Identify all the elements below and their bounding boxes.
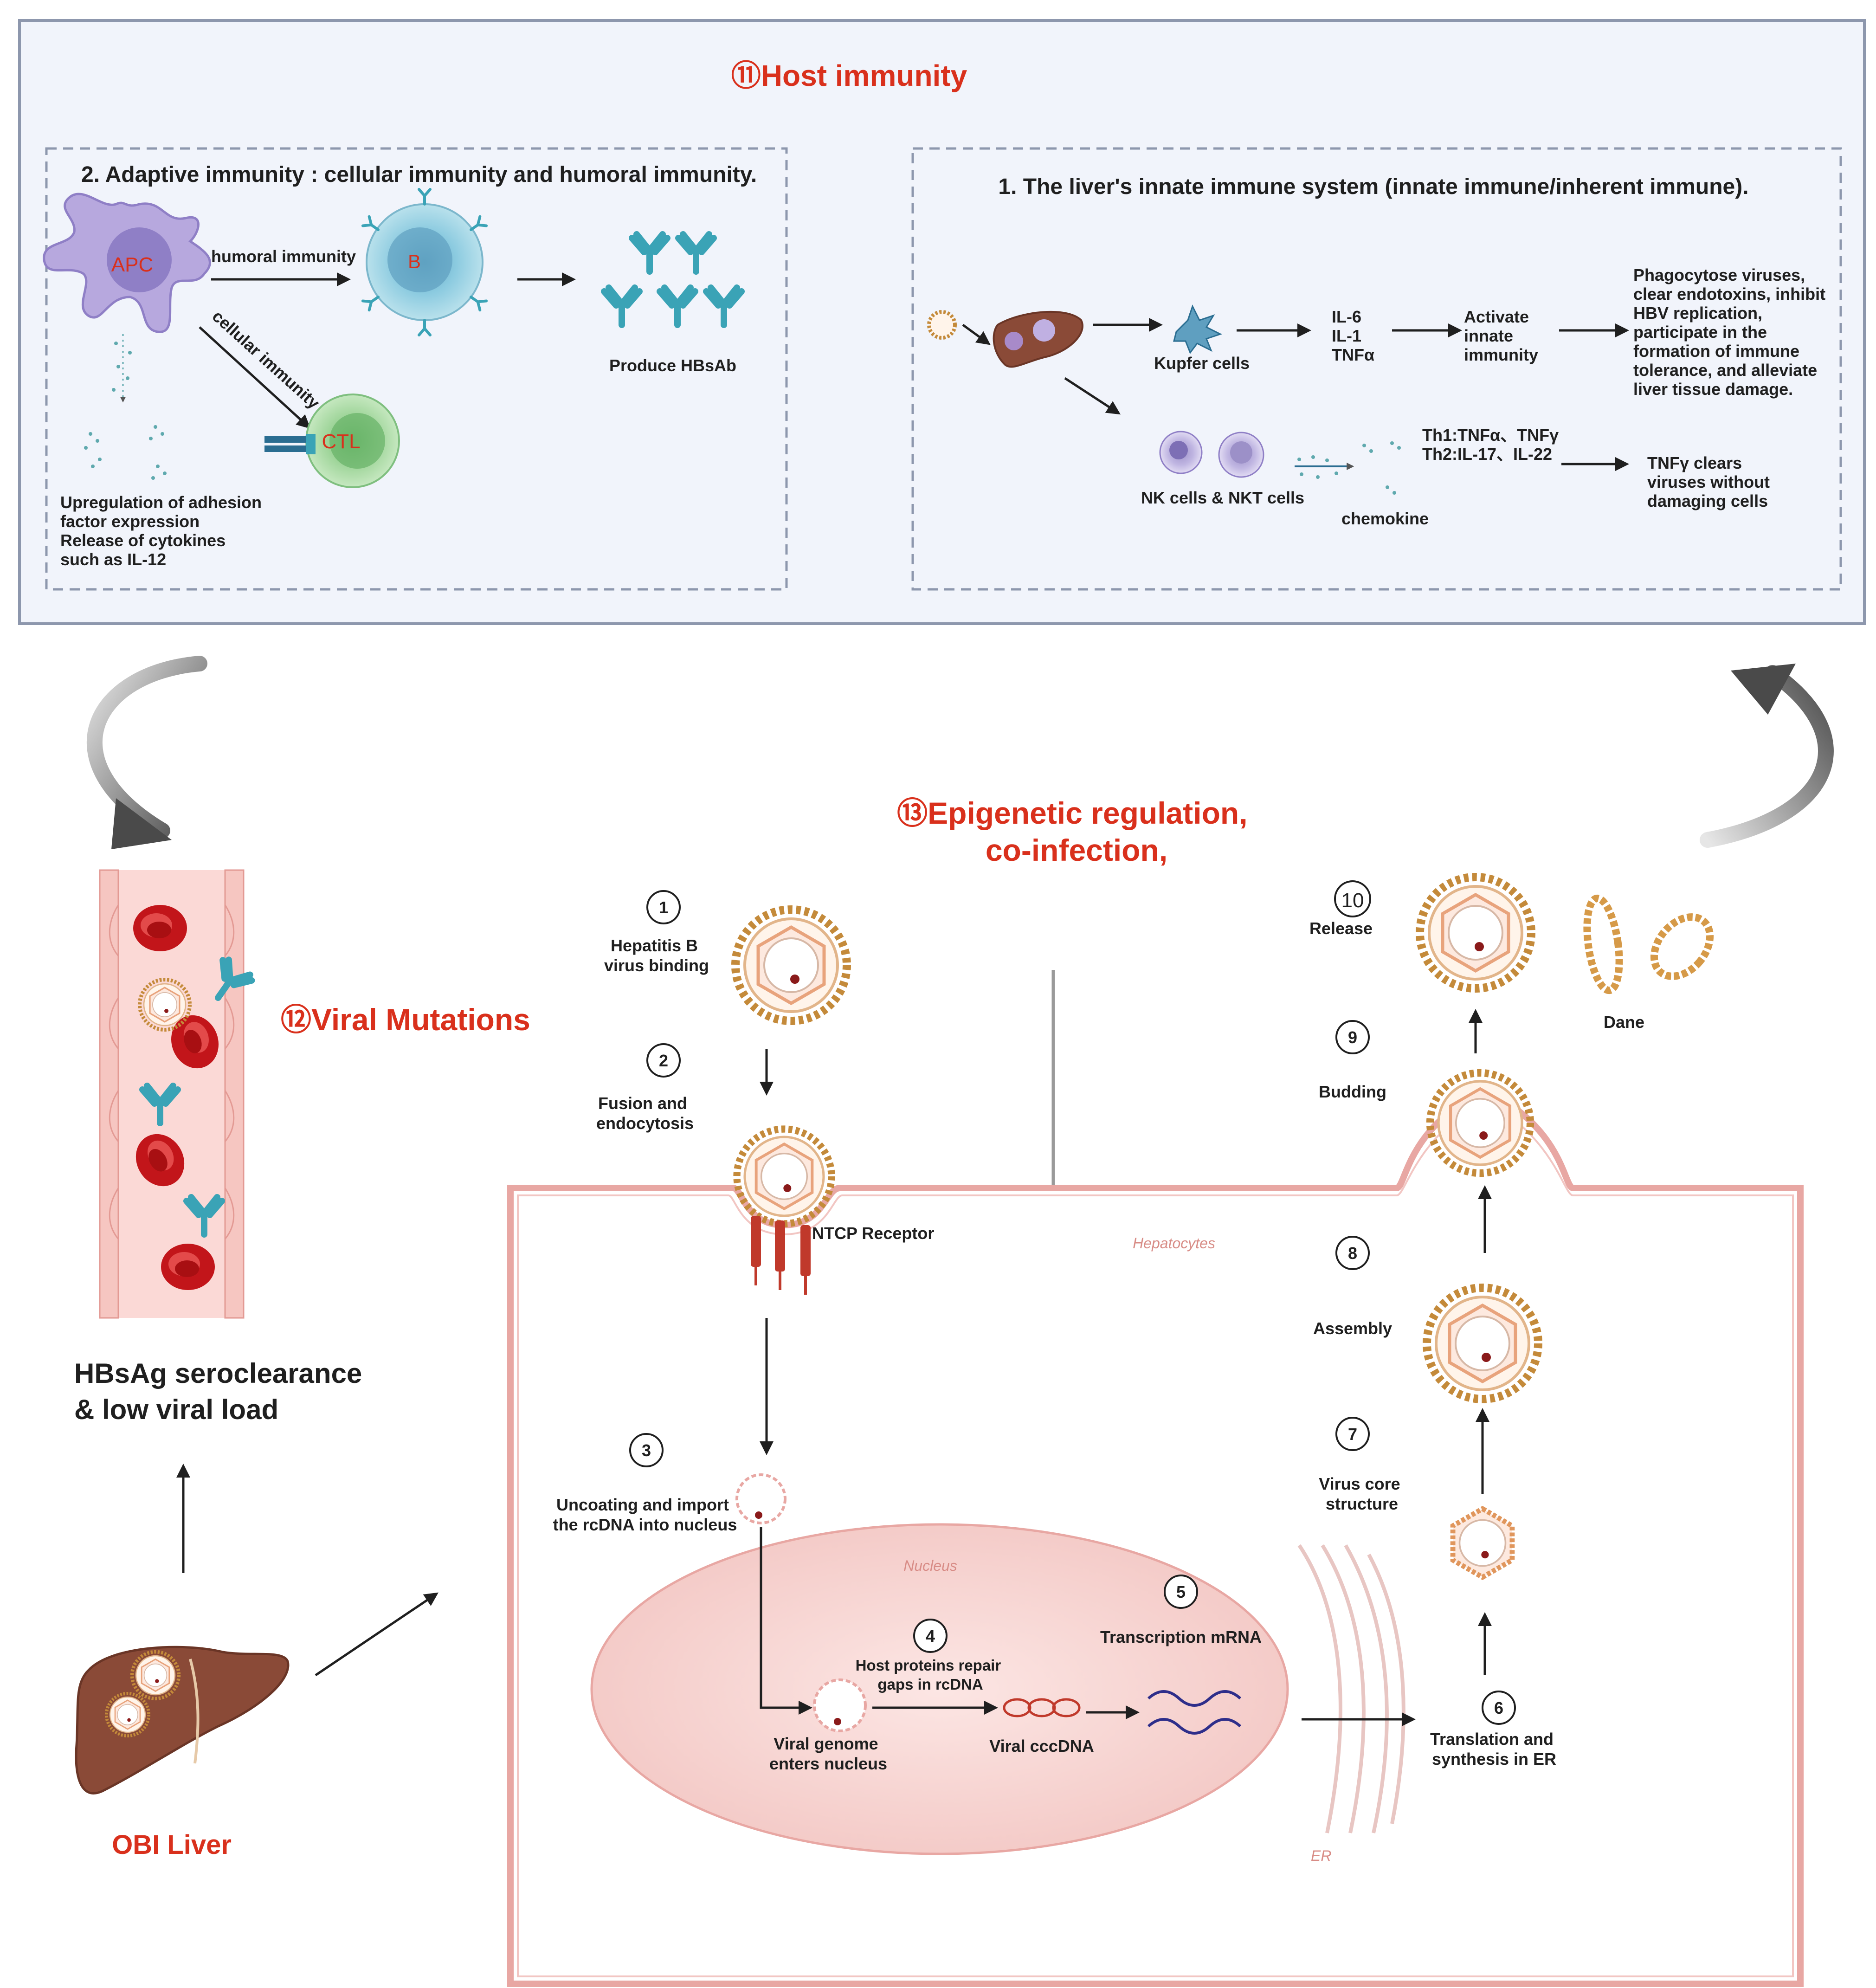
adaptive-title: 2. Adaptive immunity : cellular immunity… — [81, 162, 757, 187]
svg-text:7: 7 — [1348, 1425, 1357, 1444]
hepatocytes-label: Hepatocytes — [1133, 1235, 1215, 1252]
virus-binding — [735, 910, 847, 1021]
viral-genome-label: Viral genome enters nucleus — [769, 1734, 887, 1773]
step-7-label: Virus core structure — [1319, 1474, 1405, 1513]
adaptive-immunity-box — [45, 147, 788, 591]
host-immunity-title: ⑪Host immunity — [731, 59, 967, 92]
cytokine-list: IL-6 IL-1 TNFα — [1332, 307, 1374, 364]
step-2-marker: 2 — [646, 1043, 681, 1078]
step-6-marker: 6 — [1482, 1691, 1516, 1725]
step-10-label: Release — [1309, 919, 1373, 938]
er-label: ER — [1311, 1847, 1331, 1864]
hbsag-seroclearance-text: HBsAg seroclearance & low viral load — [74, 1358, 370, 1425]
mrna-waves — [1147, 1690, 1242, 1735]
step-9-label: Budding — [1319, 1082, 1386, 1101]
hepatocyte-membrane — [507, 1087, 1804, 1987]
kupfer-cell — [1173, 304, 1222, 355]
step-4-marker: 4 — [913, 1619, 948, 1653]
ntcp-label: NTCP Receptor — [812, 1224, 934, 1243]
svg-text:2: 2 — [659, 1051, 668, 1070]
step-8-marker: 8 — [1335, 1236, 1370, 1270]
cytokine-dots — [84, 334, 167, 480]
innate-title: 1. The liver's innate immune system (inn… — [998, 174, 1748, 199]
step-6-label: Translation and synthesis in ER — [1430, 1730, 1558, 1769]
kupfer-label: Kupfer cells — [1154, 354, 1250, 373]
svg-text:4: 4 — [926, 1627, 935, 1646]
ctl-label: CTL — [322, 430, 360, 453]
innate-virus-icon — [927, 310, 957, 340]
cycle-arrowhead-left — [111, 798, 172, 849]
cycle-arrow-right — [1700, 665, 1834, 848]
viral-mutations-label: ⑫Viral Mutations — [281, 1002, 530, 1037]
b-label: B — [408, 251, 421, 272]
nucleus-label: Nucleus — [903, 1557, 957, 1574]
ntcp-receptors — [751, 1216, 811, 1295]
b-cell: B — [363, 189, 486, 335]
blood-vessel — [99, 869, 254, 1319]
tnf-clears-text: TNFγ clears viruses without damaging cel… — [1647, 453, 1774, 510]
phagocytose-text: Phagocytose viruses, clear endotoxins, i… — [1633, 265, 1830, 399]
chemokine-dots — [1295, 441, 1401, 495]
cccdna-icon — [1003, 1698, 1081, 1717]
nkt-cell — [1218, 432, 1264, 478]
humoral-label: humoral immunity — [211, 247, 356, 266]
ctl-cell: CTL — [264, 394, 400, 488]
chemokine-label: chemokine — [1341, 509, 1429, 528]
svg-text:1: 1 — [659, 898, 668, 917]
innate-liver-icon — [993, 310, 1083, 368]
nk-cell — [1159, 431, 1203, 474]
dane-label: Dane — [1604, 1013, 1644, 1032]
step-1-label: Hepatitis B virus binding — [604, 936, 709, 975]
cccdna-label: Viral cccDNA — [989, 1736, 1094, 1756]
svg-text:8: 8 — [1348, 1244, 1357, 1263]
virus-released — [1420, 877, 1531, 988]
step-5-marker: 5 — [1164, 1575, 1198, 1609]
svg-text:9: 9 — [1348, 1028, 1357, 1047]
cycle-arrow-left — [87, 656, 207, 839]
svg-text:3: 3 — [642, 1441, 651, 1460]
rcdna-capsid — [735, 1473, 787, 1524]
step-4-label: Host proteins repair gaps in rcDNA — [856, 1657, 1006, 1693]
produce-hbsab-label: Produce HBsAb — [609, 356, 736, 375]
nk-label: NK cells & NKT cells — [1141, 488, 1304, 507]
dane-particles — [1583, 894, 1714, 994]
step-5-label: Transcription mRNA — [1100, 1627, 1262, 1646]
svg-text:10: 10 — [1341, 889, 1364, 912]
step-10-marker: 10 — [1334, 880, 1371, 917]
epigenetic-label: ⑬Epigenetic regulation, co-infection, — [897, 796, 1256, 867]
nucleus — [590, 1523, 1289, 1855]
step-9-marker: 9 — [1335, 1020, 1370, 1054]
viral-genome — [813, 1678, 867, 1732]
obi-liver-label: OBI Liver — [112, 1830, 232, 1860]
th-cytokines: Th1:TNFα、TNFγ Th2:IL-17、IL-22 — [1422, 426, 1563, 464]
step-3-label: Uncoating and import the rcDNA into nucl… — [553, 1495, 737, 1534]
endoplasmic-reticulum — [1297, 1544, 1405, 1833]
svg-text:5: 5 — [1176, 1582, 1186, 1601]
upregulation-text: Upregulation of adhesion factor expressi… — [60, 493, 266, 569]
activate-text: Activate innate immunity — [1464, 307, 1538, 364]
svg-text:6: 6 — [1494, 1698, 1503, 1717]
step-3-marker: 3 — [629, 1433, 664, 1467]
step-1-marker: 1 — [646, 890, 681, 924]
apc-cell: APC — [43, 193, 211, 333]
cycle-arrowhead-right — [1731, 664, 1796, 715]
apc-label: APC — [111, 253, 153, 276]
step-2-label: Fusion and endocytosis — [596, 1094, 694, 1133]
step-8-label: Assembly — [1313, 1319, 1392, 1338]
step-7-marker: 7 — [1335, 1417, 1370, 1451]
obi-liver-illustration — [75, 1646, 290, 1794]
